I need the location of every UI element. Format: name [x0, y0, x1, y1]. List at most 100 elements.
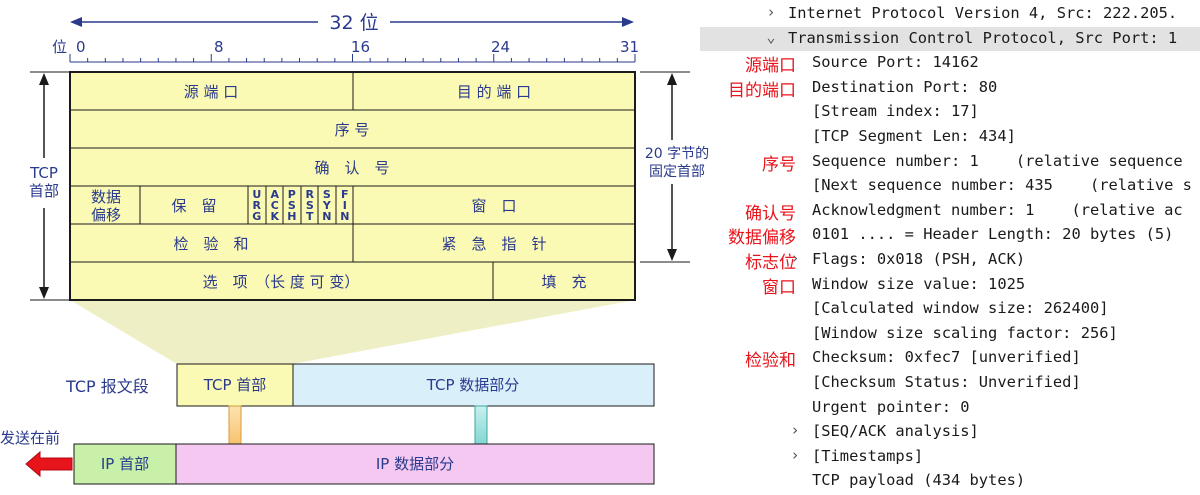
tcp-header-box-label: TCP 首部 — [203, 376, 267, 394]
field-ack-number: 确 认 号 — [314, 159, 389, 177]
tree-row-text: TCP payload (434 bytes) — [812, 471, 1026, 490]
tree-row[interactable]: TCP payload (434 bytes) — [700, 469, 1200, 493]
field-padding: 填 充 — [541, 273, 586, 291]
tree-row-text: [Stream index: 17] — [812, 102, 979, 121]
field-annotation: 序号 — [762, 154, 796, 175]
field-annotation: 目的端口 — [728, 80, 796, 101]
field-window: 窗 口 — [471, 197, 516, 215]
ip-data-box-label: IP 数据部分 — [376, 455, 454, 473]
tcp-data-box — [292, 363, 655, 407]
tree-row[interactable]: Destination Port: 80 目的端口 — [700, 76, 1200, 101]
tree-row[interactable]: Acknowledgment number: 1 (relative ac 确认号 — [700, 199, 1200, 224]
flag-letter: U — [252, 188, 261, 201]
tree-row[interactable]: [Checksum Status: Unverified] — [700, 371, 1200, 395]
flag-letter: S — [306, 199, 314, 212]
field-options: 选 项 （长 度 可 变） — [203, 273, 360, 291]
tree-row[interactable]: › [SEQ/ACK analysis] — [700, 420, 1200, 444]
tree-row-text: Checksum: 0xfec7 [unverified] — [812, 348, 1081, 367]
tree-row[interactable]: [Next sequence number: 435 (relative s — [700, 174, 1200, 198]
fixed-header-label-bg — [637, 143, 717, 183]
field-annotation: 数据偏移 — [728, 228, 796, 249]
chevron-right-icon[interactable]: › — [790, 421, 800, 440]
tree-row[interactable]: › Internet Protocol Version 4, Src: 222.2… — [700, 2, 1200, 26]
tree-row[interactable]: 0101 .... = Header Length: 20 bytes (5) 数… — [700, 223, 1200, 249]
send-first-arrow — [25, 450, 73, 478]
fixed-header-label-line1: 20 字节的 — [645, 146, 709, 162]
chevron-right-icon[interactable]: › — [766, 3, 776, 21]
tree-row-text: [Next sequence number: 435 (relative s — [812, 176, 1192, 195]
tree-row[interactable]: Checksum: 0xfec7 [unverified] 检验和 — [700, 346, 1200, 372]
tree-row[interactable]: › [Timestamps] — [700, 445, 1200, 469]
chevron-right-icon[interactable]: › — [790, 445, 800, 464]
flag-letter: C — [271, 199, 279, 212]
tree-row-text: [SEQ/ACK analysis] — [812, 422, 979, 441]
tree-row-text: Transmission Control Protocol, Src Port:… — [788, 28, 1178, 47]
tree-row-text: Internet Protocol Version 4, Src: 222.20… — [788, 4, 1178, 22]
bit-tick-8: 8 — [214, 38, 224, 56]
field-data-offset-line2: 偏移 — [91, 206, 121, 224]
tree-row[interactable]: [Stream index: 17] — [700, 100, 1200, 124]
flag-letter: N — [322, 210, 331, 223]
tree-row[interactable]: Sequence number: 1 (relative sequence 序号 — [700, 150, 1200, 175]
width-label: 32 位 — [329, 12, 378, 34]
tree-row-text: Acknowledgment number: 1 (relative ac — [812, 200, 1183, 219]
tree-row-text: Window size value: 1025 — [812, 274, 1026, 293]
field-annotation: 标志位 — [745, 253, 796, 273]
flag-letter: S — [323, 188, 331, 201]
fixed-header-bracket — [640, 71, 690, 263]
tree-row[interactable]: ⌄ Transmission Control Protocol, Src Port… — [700, 26, 1200, 51]
tree-row-text: Urgent pointer: 0 — [812, 397, 970, 416]
flag-letter: P — [288, 188, 296, 201]
tree-row-text: Source Port: 14162 — [812, 53, 979, 72]
tree-row[interactable]: Source Port: 14162 源端口 — [700, 51, 1200, 77]
field-sequence-number: 序 号 — [335, 121, 370, 139]
send-first-label: 发送在前 — [0, 429, 60, 447]
flag-letter: R — [306, 188, 315, 201]
field-annotation: 源端口 — [745, 56, 796, 77]
field-annotation: 检验和 — [745, 351, 796, 372]
tree-row-text: [Calculated window size: 262400] — [812, 299, 1109, 318]
field-urgent-pointer: 紧 急 指 针 — [441, 235, 546, 253]
field-annotation: 确认号 — [745, 203, 796, 224]
header-table: 源 端 口 目 的 端 口 序 号 确 认 号 数据 偏移 保 留 窗 口 检 … — [69, 71, 636, 301]
tree-row-text: Destination Port: 80 — [812, 77, 998, 96]
flag-letter: I — [343, 199, 347, 212]
bit-tick-16: 16 — [351, 38, 370, 56]
width-arrow — [70, 17, 634, 27]
tree-row[interactable]: › Flags: 0x018 (PSH, ACK) 标志位 — [700, 248, 1200, 273]
flag-letter: S — [288, 199, 296, 212]
flag-letter: T — [306, 210, 314, 223]
flag-letter: F — [341, 188, 349, 201]
tree-row[interactable]: [TCP Segment Len: 434] — [700, 125, 1200, 149]
flag-letter: R — [253, 199, 262, 212]
header-projection — [70, 300, 635, 364]
flag-letter: H — [287, 210, 296, 223]
chevron-right-icon[interactable]: › — [790, 249, 800, 267]
tcp-data-box-label: TCP 数据部分 — [426, 376, 520, 394]
flag-letter: N — [340, 210, 349, 223]
bit-tick-0: 0 — [76, 38, 86, 56]
tree-row-text: [Timestamps] — [812, 446, 924, 465]
tree-row-text: [TCP Segment Len: 434] — [812, 127, 1016, 145]
tree-row[interactable]: [Window size scaling factor: 256] — [700, 322, 1200, 346]
field-checksum: 检 验 和 — [173, 235, 248, 253]
ip-header-box-label: IP 首部 — [101, 455, 149, 473]
fixed-header-label-line2: 固定首部 — [649, 164, 705, 180]
wireshark-packet-details: › Internet Protocol Version 4, Src: 222.2… — [700, 0, 1200, 495]
tree-row[interactable]: Urgent pointer: 0 — [700, 396, 1200, 420]
field-source-port: 源 端 口 — [184, 83, 239, 101]
chevron-down-icon[interactable]: ⌄ — [766, 27, 776, 46]
flag-letter: Y — [322, 199, 332, 212]
field-data-offset-line1: 数据 — [91, 188, 121, 206]
tree-row[interactable]: [Calculated window size: 262400] — [700, 297, 1200, 321]
tcp-header-label-line1: TCP — [29, 164, 58, 182]
tree-row-text: Flags: 0x018 (PSH, ACK) — [812, 250, 1026, 268]
tree-row-text: 0101 .... = Header Length: 20 bytes (5) — [812, 225, 1174, 244]
bit-tick-31: 31 — [620, 38, 639, 56]
field-dest-port: 目 的 端 口 — [457, 83, 531, 101]
tree-row-text: Sequence number: 1 (relative sequence — [812, 151, 1183, 170]
tcp-segment-label: TCP 报文段 — [65, 377, 149, 396]
bit-tick-24: 24 — [491, 38, 510, 56]
